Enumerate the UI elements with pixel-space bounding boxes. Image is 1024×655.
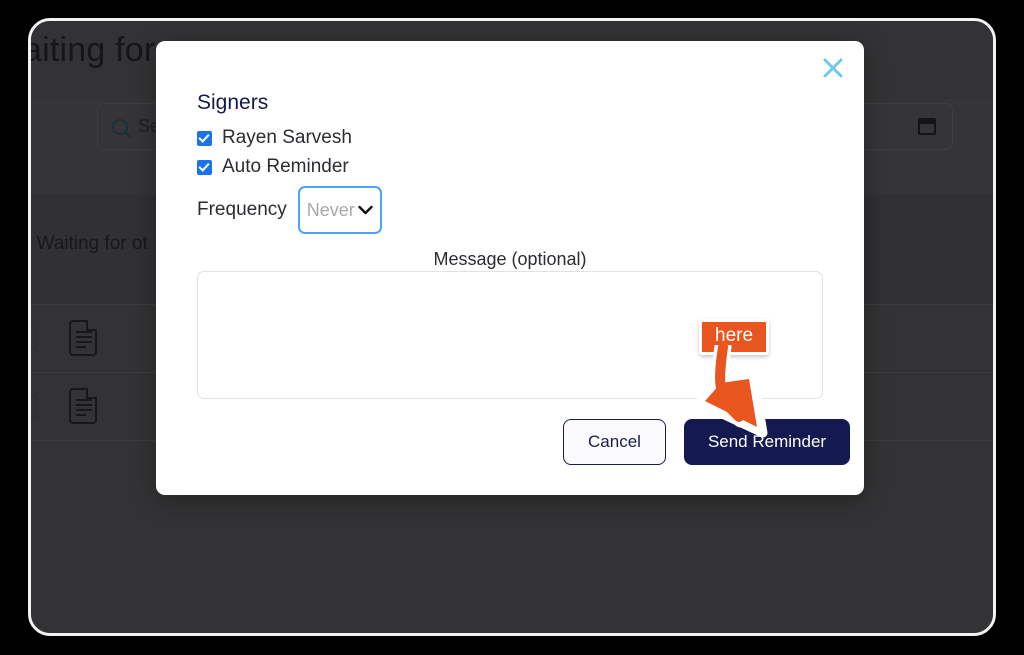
signers-heading: Signers [197,91,269,114]
frequency-select[interactable]: Never [297,186,382,234]
auto-reminder-label: Auto Reminder [222,156,349,177]
auto-reminder-toggle[interactable]: Auto Reminder [197,156,349,178]
device-frame: aiting for Se yyyy l Waiting for ot [28,18,996,636]
page-title: aiting for [28,31,156,69]
signer-rayen-sarvesh[interactable]: Rayen Sarvesh [197,127,352,149]
signer-label: Rayen Sarvesh [222,127,352,148]
message-label: Message (optional) [433,249,587,269]
document-lines [76,331,92,351]
checkbox-icon[interactable] [197,159,212,175]
document-icon [69,388,97,424]
chevron-down-icon [358,205,373,215]
status-text: l Waiting for ot [28,233,148,254]
send-reminder-button[interactable]: Send Reminder [684,419,850,465]
search-icon [112,118,128,135]
checkbox-icon[interactable] [197,130,212,146]
dialog-actions: Cancel Send Reminder [563,419,850,465]
document-icon [69,320,97,356]
row-selector[interactable] [31,327,37,349]
document-lines [76,399,92,419]
send-reminder-dialog: Signers Rayen Sarvesh Auto Reminder Freq… [156,41,864,495]
calendar-icon[interactable] [918,118,936,135]
message-input[interactable] [197,271,823,399]
search-input-placeholder: Se [138,116,161,136]
row-selector[interactable] [31,395,37,417]
frequency-field: Frequency Never [197,186,382,234]
close-icon[interactable] [816,51,850,85]
cancel-button[interactable]: Cancel [563,419,666,465]
frequency-value: Never [306,199,355,220]
frequency-label: Frequency [197,199,287,220]
